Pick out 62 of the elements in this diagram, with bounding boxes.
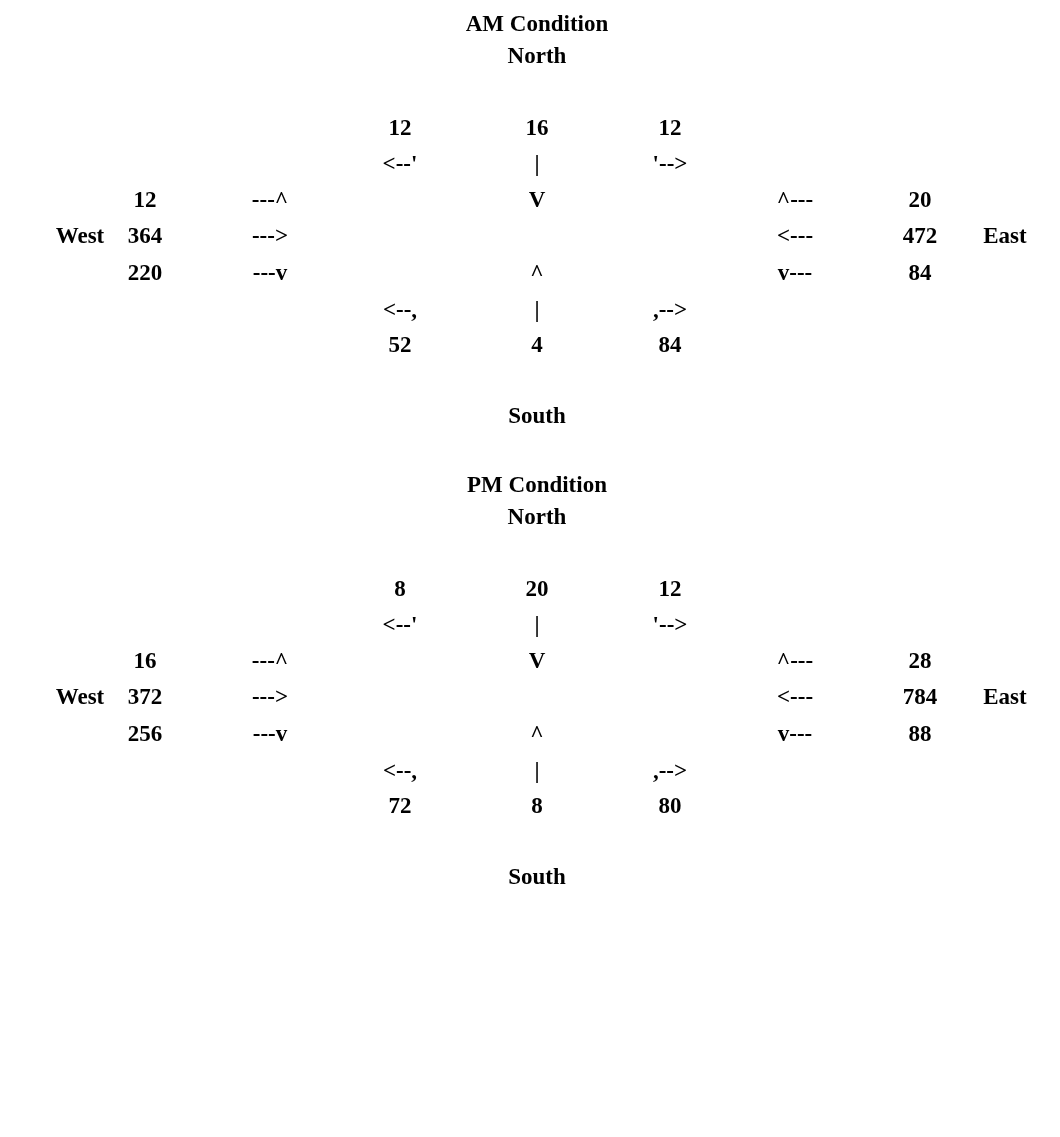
text-arrow: ^---: [776, 187, 814, 213]
text-arrow: <--': [382, 151, 418, 177]
text-arrow: ^: [530, 721, 544, 747]
volume-number: 12: [658, 115, 682, 141]
volume-number: 4: [531, 332, 543, 358]
text-arrow: ,-->: [652, 297, 688, 323]
text-arrow: <--': [382, 612, 418, 638]
volume-number: 72: [388, 793, 412, 819]
text-arrow: '-->: [652, 612, 688, 638]
volume-number: 52: [388, 332, 412, 358]
direction-label: East: [983, 223, 1027, 249]
text-arrow: ,-->: [652, 758, 688, 784]
text-arrow: V: [528, 187, 546, 213]
volume-number: 12: [388, 115, 412, 141]
volume-number: 84: [908, 260, 932, 286]
volume-number: 88: [908, 721, 932, 747]
volume-number: 84: [658, 332, 682, 358]
text-arrow: --->: [251, 223, 289, 249]
text-arrow: V: [528, 648, 546, 674]
volume-number: 364: [127, 223, 163, 249]
volume-number: 8: [531, 793, 543, 819]
text-arrow: '-->: [652, 151, 688, 177]
volume-number: 16: [525, 115, 549, 141]
text-arrow: --->: [251, 684, 289, 710]
text-arrow: v---: [777, 260, 813, 286]
direction-label: East: [983, 684, 1027, 710]
text-arrow: |: [534, 297, 540, 323]
text-arrow: ---^: [251, 648, 289, 674]
condition-heading: AM Condition: [465, 11, 609, 37]
text-arrow: v---: [777, 721, 813, 747]
volume-number: 220: [127, 260, 163, 286]
volume-number: 256: [127, 721, 163, 747]
direction-label: West: [55, 684, 105, 710]
text-arrow: |: [534, 151, 540, 177]
text-arrow: <---: [776, 223, 814, 249]
text-arrow: ---v: [252, 721, 288, 747]
condition-heading: PM Condition: [467, 472, 607, 498]
volume-number: 12: [133, 187, 157, 213]
text-arrow: ---^: [251, 187, 289, 213]
volume-number: 20: [908, 187, 932, 213]
text-arrow: ---v: [252, 260, 288, 286]
volume-number: 20: [525, 576, 549, 602]
volume-number: 16: [133, 648, 157, 674]
text-arrow: |: [534, 758, 540, 784]
text-arrow: <--,: [382, 297, 418, 323]
text-arrow: ^: [530, 260, 544, 286]
volume-number: 372: [127, 684, 163, 710]
volume-number: 784: [902, 684, 938, 710]
text-arrow: <--,: [382, 758, 418, 784]
volume-number: 8: [394, 576, 406, 602]
direction-label: North: [507, 504, 567, 530]
volume-number: 472: [902, 223, 938, 249]
text-arrow: ^---: [776, 648, 814, 674]
volume-number: 12: [658, 576, 682, 602]
direction-label: West: [55, 223, 105, 249]
direction-label: North: [507, 43, 567, 69]
direction-label: South: [508, 864, 566, 890]
direction-label: South: [508, 403, 566, 429]
volume-number: 28: [908, 648, 932, 674]
text-arrow: |: [534, 612, 540, 638]
text-arrow: <---: [776, 684, 814, 710]
volume-number: 80: [658, 793, 682, 819]
